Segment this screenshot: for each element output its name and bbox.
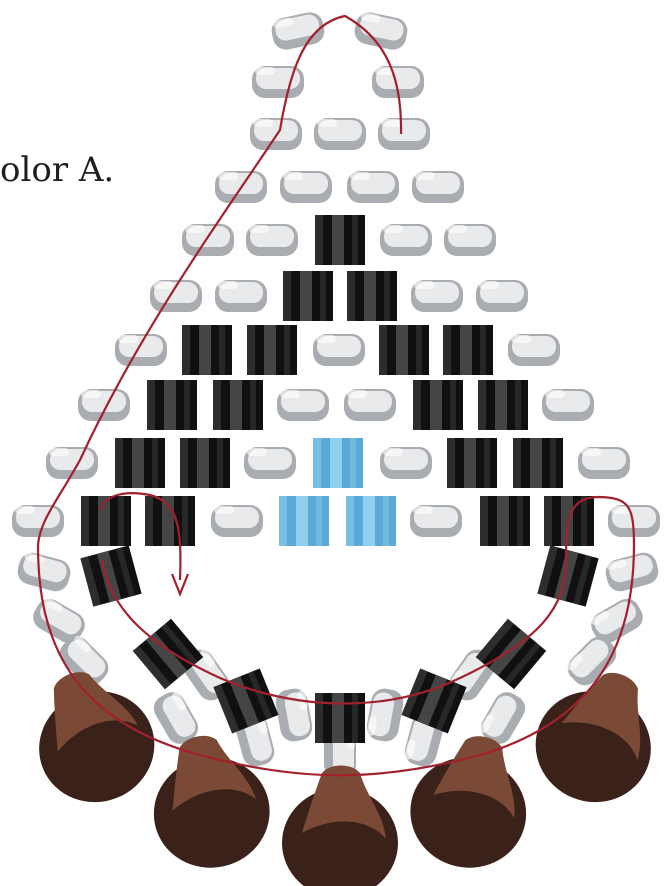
blue-bead xyxy=(346,496,396,546)
drop-bead-4 xyxy=(410,736,527,868)
gray-bead xyxy=(244,447,296,479)
black-bead xyxy=(145,496,195,546)
gray-bead xyxy=(250,118,302,150)
gray-bead xyxy=(591,598,643,644)
black-bead xyxy=(213,380,263,430)
gray-bead xyxy=(153,692,199,744)
black-bead xyxy=(413,380,463,430)
gray-bead xyxy=(33,597,85,644)
gray-bead xyxy=(410,505,462,537)
thread-path-layer xyxy=(36,14,636,777)
gray-bead xyxy=(215,280,267,312)
black-bead xyxy=(480,496,530,546)
gray-bead xyxy=(313,334,365,366)
thread-path xyxy=(36,14,636,777)
black-bead xyxy=(80,545,142,607)
gray-bead xyxy=(366,688,404,742)
drop-bead-1 xyxy=(39,672,155,803)
black-bead xyxy=(478,380,528,430)
gray-bead xyxy=(378,118,430,150)
drop-bead-3 xyxy=(282,765,398,886)
black-bead xyxy=(283,271,333,321)
gray-bead xyxy=(476,280,528,312)
thread-path-start xyxy=(98,492,182,581)
gray-bead xyxy=(252,66,304,98)
black-bead xyxy=(379,325,429,375)
black-bead xyxy=(347,271,397,321)
black-bead xyxy=(180,438,230,488)
gray-bead xyxy=(344,389,396,421)
gray-bead xyxy=(246,224,298,256)
gray-bead xyxy=(150,280,202,312)
gray-bead xyxy=(280,171,332,203)
gray-bead xyxy=(182,224,234,256)
gray-bead xyxy=(479,692,526,744)
gray-bead xyxy=(275,688,313,742)
gray-bead xyxy=(59,635,109,686)
gray-bead xyxy=(380,447,432,479)
drop-bead-2 xyxy=(153,735,270,868)
gray-bead xyxy=(277,389,329,421)
thread-arrow-icon xyxy=(170,573,190,597)
gray-bead xyxy=(412,171,464,203)
gray-bead xyxy=(578,447,630,479)
gray-bead xyxy=(12,505,64,537)
instruction-text: olor A. xyxy=(0,150,115,190)
gray-bead xyxy=(542,389,594,421)
gray-bead xyxy=(508,334,560,366)
black-bead xyxy=(315,215,365,265)
black-bead xyxy=(537,545,599,607)
black-bead xyxy=(513,438,563,488)
blue-bead xyxy=(279,496,329,546)
gray-bead xyxy=(211,505,263,537)
gray-bead xyxy=(608,505,660,537)
gray-bead xyxy=(566,636,617,686)
gray-bead xyxy=(17,552,71,592)
gray-bead xyxy=(78,389,130,421)
black-bead xyxy=(443,325,493,375)
drop-bead-5 xyxy=(535,672,651,803)
black-bead xyxy=(247,325,297,375)
black-bead xyxy=(447,438,497,488)
black-bead xyxy=(213,668,279,734)
gray-bead xyxy=(372,66,424,98)
gray-bead xyxy=(347,171,399,203)
gray-bead xyxy=(115,334,167,366)
gray-bead xyxy=(314,118,366,150)
gray-bead xyxy=(380,224,432,256)
black-bead xyxy=(182,325,232,375)
blue-bead xyxy=(313,438,363,488)
gray-bead xyxy=(444,224,496,256)
black-bead xyxy=(147,380,197,430)
top-bead-right xyxy=(354,12,408,50)
top-bead-left xyxy=(271,12,325,50)
black-bead xyxy=(315,693,365,743)
gray-bead xyxy=(411,280,463,312)
black-bead xyxy=(81,496,131,546)
beads-layer xyxy=(12,12,660,886)
black-bead xyxy=(115,438,165,488)
